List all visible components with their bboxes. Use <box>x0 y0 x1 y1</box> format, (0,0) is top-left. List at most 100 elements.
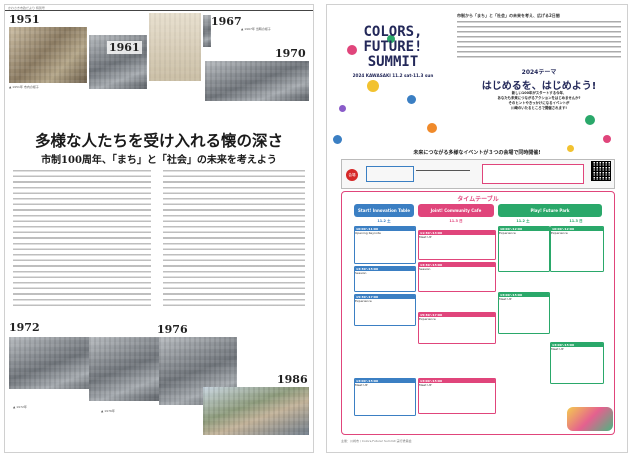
event-label: Session <box>419 267 431 271</box>
summit-line-1: COLORS, <box>363 24 423 40</box>
confetti-dot <box>407 95 416 104</box>
event-label: Meet UP <box>419 383 432 387</box>
event-label: Experience <box>355 299 372 303</box>
event-time: 10:00〜12:00 <box>499 227 549 231</box>
article-column-right <box>163 170 305 310</box>
year-label-1986: 1986 <box>277 373 308 386</box>
venue-note-box <box>482 164 584 184</box>
confetti-dot <box>339 105 346 112</box>
intro-text: 市制から「まち」と「社会」の未来を考え、広げる2日間 <box>457 13 560 18</box>
event-label: Meet UP <box>499 297 512 301</box>
event-time: 13:30〜15:00 <box>419 263 495 267</box>
event-card[interactable]: 13:30〜15:00 Session <box>418 262 496 292</box>
event-label: Meet UP <box>419 235 432 239</box>
venue-map: 会場 <box>341 159 615 189</box>
summit-date: 2024 KAWASAKI 11.2 sat-11.3 sun <box>352 73 434 78</box>
theme-line: 新しい100年がスタートする今年、 <box>511 91 567 95</box>
event-label: Opening Keynote <box>355 231 381 235</box>
event-card[interactable]: 13:30〜15:00 Session <box>354 266 416 292</box>
column-header-future-park: Play! Future Park <box>498 204 602 217</box>
theme-description: 新しい100年がスタートする今年、 あなたも未来につながるアクションをはじめませ… <box>463 91 615 111</box>
date-label: 11.2 土 <box>516 219 530 223</box>
newspaper-clipping <box>149 13 201 81</box>
caption-1967: ▲ 1967年 当時の様子 <box>241 27 271 31</box>
event-time: 13:00〜15:00 <box>355 379 415 383</box>
event-time: 13:00〜15:00 <box>419 379 495 383</box>
article-column-left <box>13 170 151 310</box>
venues-banner: 未来につながる多様なイベントが３つの会場で同時開催! <box>413 150 541 156</box>
event-card[interactable]: 10:00〜11:00 Opening Keynote <box>354 226 416 264</box>
confetti-dot <box>333 135 342 144</box>
event-label: Session <box>355 271 367 275</box>
year-label-1951: 1951 <box>9 13 40 26</box>
event-label: Experience <box>551 231 568 235</box>
caption-1972: ▲ 1972年 <box>13 405 27 409</box>
confetti-dot <box>387 35 395 43</box>
header-rule <box>5 10 313 11</box>
venue-map-road <box>416 170 470 171</box>
right-page: 市制から「まち」と「社会」の未来を考え、広げる2日間 COLORS, FUTUR… <box>327 5 627 452</box>
event-label: Experience <box>419 317 436 321</box>
event-time: 10:00〜11:00 <box>355 227 415 231</box>
confetti-dot <box>367 80 379 92</box>
event-time: 10:00〜12:00 <box>551 227 603 231</box>
year-label-1961: 1961 <box>107 41 142 54</box>
photo-1970 <box>205 61 309 101</box>
venue-label: 会場 <box>346 169 358 181</box>
summit-logo: COLORS, FUTURE! SUMMIT <box>335 25 451 70</box>
confetti-dot <box>585 115 595 125</box>
event-time: 13:30〜15:00 <box>355 267 415 271</box>
theme-line: あなたも未来につながるアクションをはじめませんか? <box>497 96 581 100</box>
event-label: Meet UP <box>551 347 564 351</box>
timetable: タイムテーブル Start! Innovation Table Joint! C… <box>341 191 615 435</box>
year-label-1976: 1976 <box>157 323 188 336</box>
event-label: Meet UP <box>355 383 368 387</box>
theme-line: そのヒントやきっかけになるイベントが <box>508 101 570 105</box>
theme-line: 川崎のいたるところで開催されます! <box>511 106 567 110</box>
event-time: 13:00〜15:00 <box>551 343 603 347</box>
confetti-dot <box>603 135 611 143</box>
confetti-dot <box>567 145 574 152</box>
page-headline: 多様な人たちを受け入れる懐の深さ <box>34 131 283 150</box>
summit-line-3: SUMMIT <box>367 54 419 70</box>
event-card[interactable]: 15:30〜17:00 Experience <box>354 294 416 326</box>
event-card[interactable]: 13:00〜15:00 Meet UP <box>418 378 496 414</box>
column-header-innovation-table: Start! Innovation Table <box>354 204 414 217</box>
confetti-dot <box>347 45 357 55</box>
caption-1976: ▲ 1976年 <box>101 409 115 413</box>
date-label: 11.3 日 <box>449 219 463 223</box>
confetti-dot <box>427 123 437 133</box>
page-subheadline: 市制100周年、「まち」と「社会」の未来を考えよう <box>41 155 277 166</box>
event-card[interactable]: 10:00〜12:00 Experience <box>550 226 604 272</box>
event-time: 15:30〜17:00 <box>419 313 495 317</box>
event-card[interactable]: 13:00〜15:00 Meet UP <box>498 292 550 334</box>
photo-1976-a <box>89 337 159 401</box>
timetable-title: タイムテーブル <box>457 196 499 203</box>
qr-code[interactable] <box>591 161 611 181</box>
illustration-people <box>567 407 613 431</box>
theme-title: はじめるを、はじめよう! <box>481 81 597 92</box>
column-header-community-cafe: Joint! Community Cafe <box>418 204 494 217</box>
left-page: かわさき市政だより 特別号 1951 ▲ 1951年 市内の様子 1961 19… <box>5 5 313 452</box>
event-card[interactable]: 11:30〜13:00 Meet UP <box>418 230 496 260</box>
event-card[interactable]: 13:00〜15:00 Meet UP <box>354 378 416 416</box>
photo-1951 <box>9 27 87 83</box>
year-label-1972: 1972 <box>9 321 40 334</box>
venue-map-block <box>366 166 414 182</box>
event-time: 15:30〜17:00 <box>355 295 415 299</box>
event-card[interactable]: 15:30〜17:00 Experience <box>418 312 496 344</box>
date-label: 11.3 日 <box>569 219 583 223</box>
event-time: 13:00〜15:00 <box>499 293 549 297</box>
organizer-footer: 主催：川崎市 / Colors,Future! Summit 実行委員会 <box>341 439 412 443</box>
event-card[interactable]: 10:00〜12:00 Experience <box>498 226 550 272</box>
event-time: 11:30〜13:00 <box>419 231 495 235</box>
caption-1951: ▲ 1951年 市内の様子 <box>9 85 39 89</box>
photo-1972 <box>9 337 103 389</box>
intro-body <box>457 21 621 61</box>
year-label-1967: 1967 <box>211 15 242 28</box>
left-header-note: かわさき市政だより 特別号 <box>8 6 45 10</box>
date-label: 11.2 土 <box>377 219 391 223</box>
event-label: Experience <box>499 231 516 235</box>
photo-1967 <box>203 15 211 47</box>
event-card[interactable]: 13:00〜15:00 Meet UP <box>550 342 604 384</box>
